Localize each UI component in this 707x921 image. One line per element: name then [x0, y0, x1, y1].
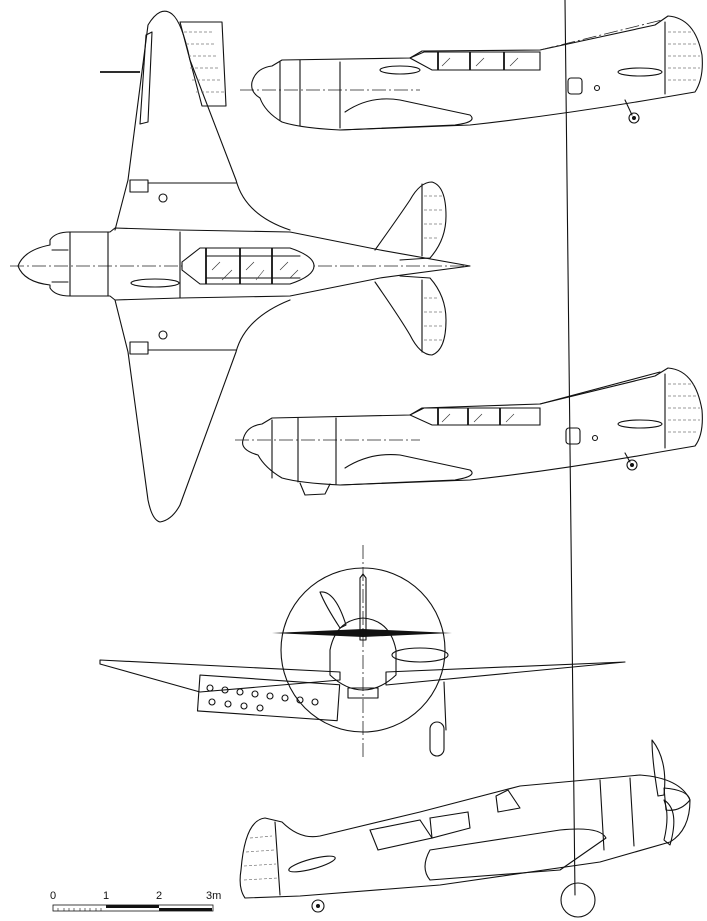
scale-bar: [52, 904, 214, 912]
front-view: [99, 545, 626, 760]
scale-tick-2: 2: [156, 890, 163, 902]
scale-tick-1: 1: [103, 890, 110, 902]
side-view-middle: [235, 367, 703, 496]
side-view-top: [240, 15, 703, 131]
scale-tick-0: 0: [50, 890, 57, 902]
plan-view: [10, 10, 471, 523]
scale-tick-3m: 3m: [206, 890, 222, 902]
perspective-view: [239, 0, 691, 918]
